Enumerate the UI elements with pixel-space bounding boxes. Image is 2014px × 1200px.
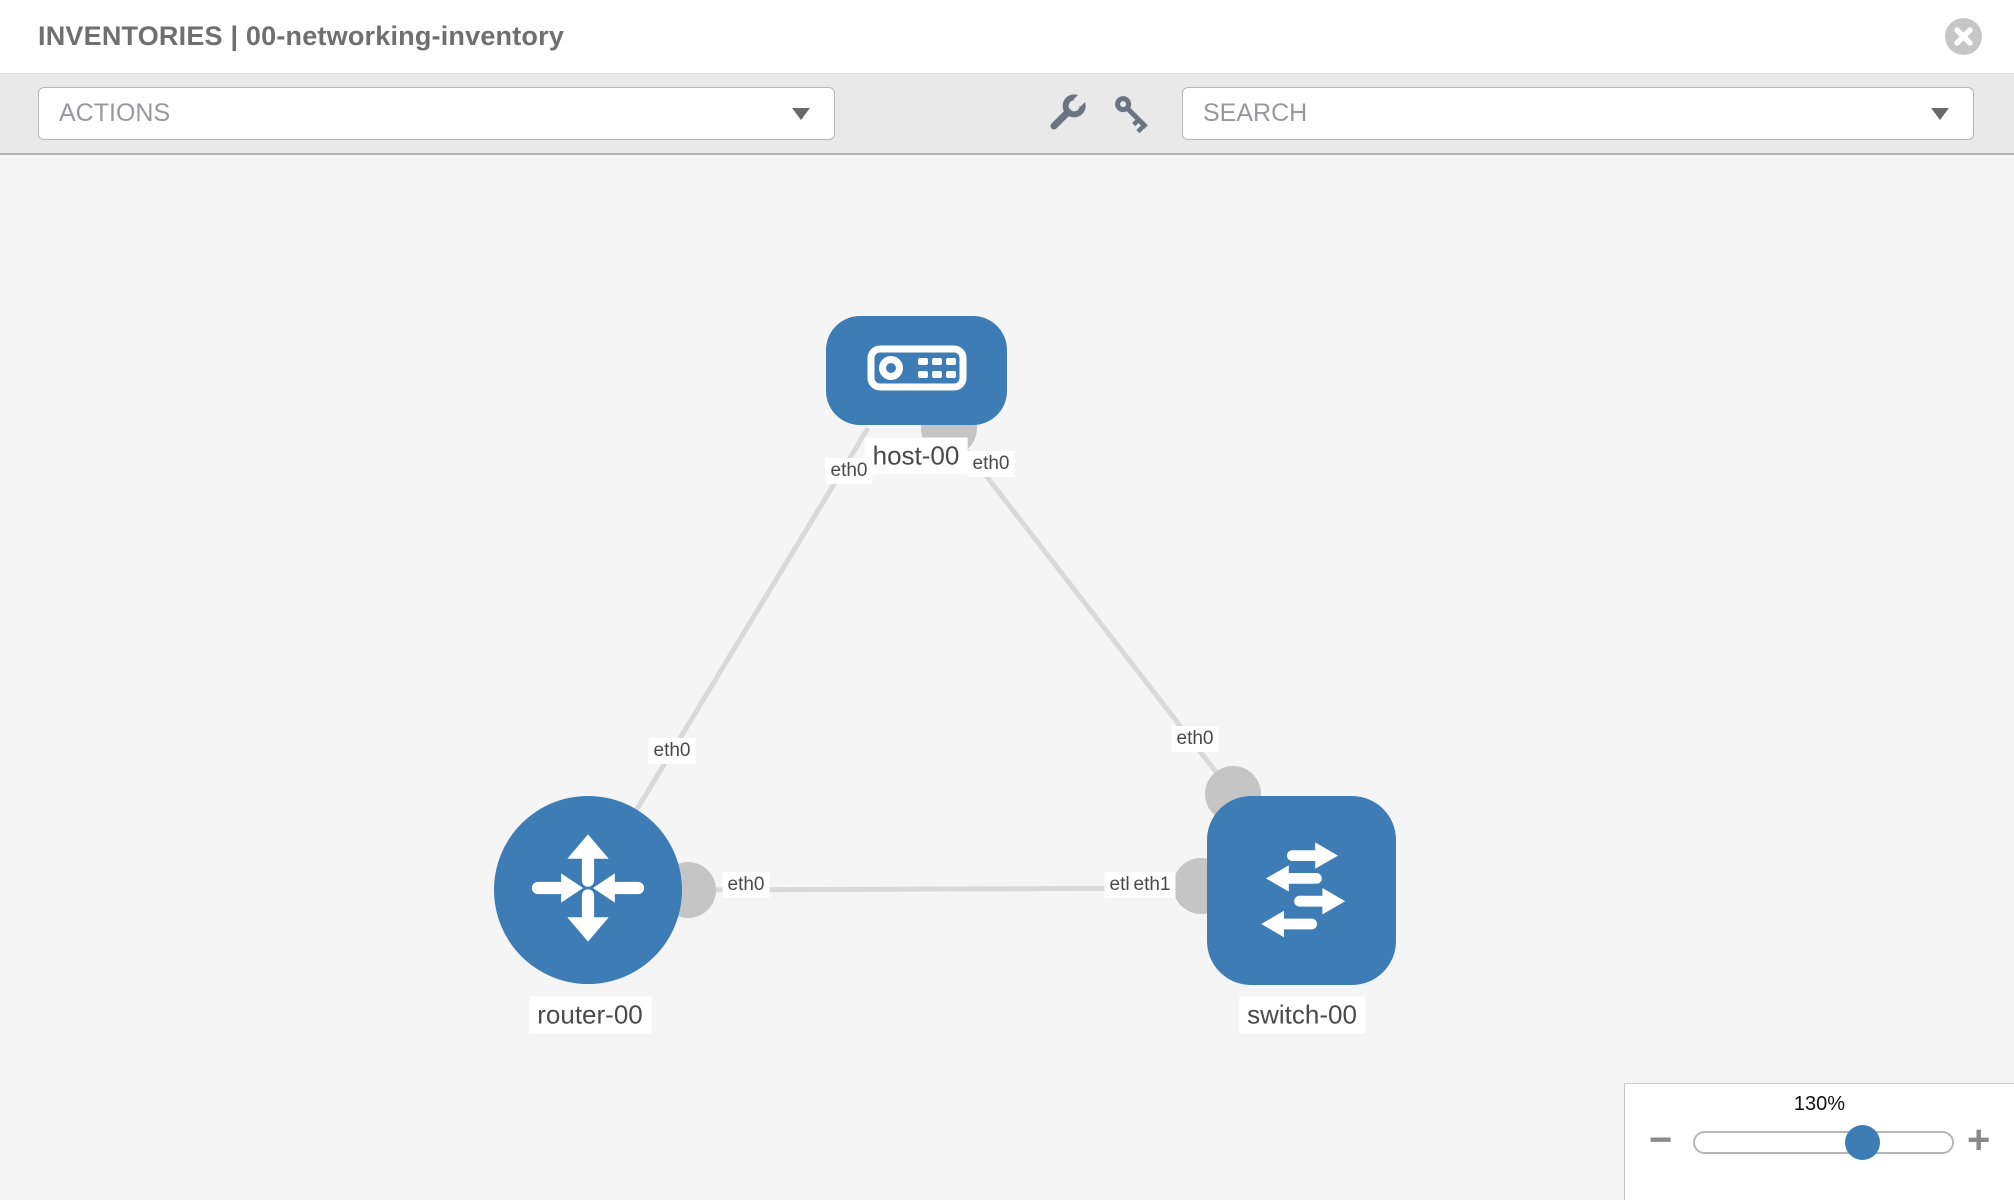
credentials-button[interactable] (1108, 89, 1158, 139)
actions-dropdown[interactable]: ACTIONS (38, 87, 835, 140)
wrench-icon (1041, 93, 1091, 143)
window-header: INVENTORIES | 00-networking-inventory (0, 0, 2014, 73)
search-dropdown-label: SEARCH (1203, 99, 1308, 127)
switch-icon (1242, 828, 1362, 953)
host-device-icon (867, 345, 967, 396)
node-host-00[interactable] (826, 316, 1007, 425)
node-label-host: host-00 (864, 437, 968, 475)
zoom-out-button[interactable]: − (1649, 1118, 1673, 1162)
actions-dropdown-label: ACTIONS (59, 99, 171, 127)
node-router-00[interactable] (494, 796, 682, 984)
page-title: INVENTORIES | 00-networking-inventory (38, 21, 565, 51)
key-icon (1108, 96, 1158, 143)
close-button[interactable] (1945, 18, 1982, 55)
chevron-down-icon (792, 108, 810, 120)
zoom-slider-handle[interactable] (1845, 1125, 1880, 1160)
zoom-in-button[interactable]: + (1967, 1118, 1991, 1162)
zoom-control-panel: 130% − + (1624, 1083, 2014, 1200)
topology-links-layer (585, 400, 1261, 918)
zoom-percent-value: 130% (1793, 1093, 1846, 1115)
node-label-router: router-00 (529, 996, 651, 1034)
node-switch-00[interactable] (1207, 796, 1396, 985)
iface-label: eth0 (722, 872, 770, 898)
search-dropdown[interactable]: SEARCH (1182, 87, 1974, 140)
zoom-slider-track[interactable] (1693, 1131, 1954, 1154)
toolbar: ACTIONS (0, 73, 2014, 155)
iface-label: eth1 (1128, 872, 1176, 898)
router-icon (527, 827, 649, 954)
chevron-down-icon (1931, 108, 1949, 120)
node-label-switch: switch-00 (1239, 996, 1365, 1034)
iface-label: eth0 (825, 458, 873, 484)
iface-label: eth0 (648, 738, 696, 764)
topology-canvas[interactable]: host-00 router-00 switch-00 eth0 eth0 et… (0, 155, 2014, 1200)
iface-label: eth0 (1171, 726, 1219, 752)
iface-label: eth0 (967, 451, 1015, 477)
configure-button[interactable] (1041, 89, 1091, 139)
